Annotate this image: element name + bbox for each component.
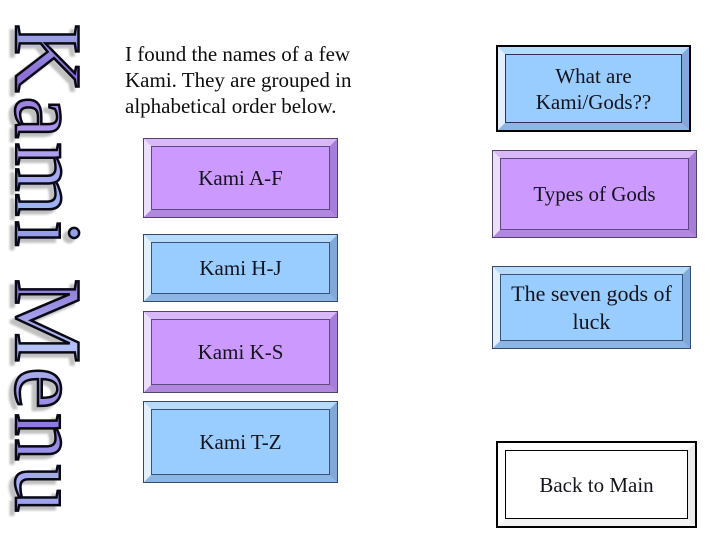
- menu-button-what-are-kami-gods[interactable]: What are Kami/Gods??: [498, 47, 689, 130]
- menu-button-label: The seven gods of luck: [511, 280, 672, 334]
- menu-button-types-of-gods[interactable]: Types of Gods: [493, 151, 696, 237]
- back-to-main-button[interactable]: Back to Main: [498, 443, 695, 526]
- menu-button-kami-a-f[interactable]: Kami A-F: [144, 139, 337, 217]
- intro-line: I found the names of a few: [125, 42, 351, 66]
- menu-button-label: Kami K-S: [197, 340, 284, 364]
- menu-button-seven-gods-of-luck[interactable]: The seven gods of luck: [493, 267, 690, 348]
- menu-button-label: Kami A-F: [198, 166, 283, 190]
- intro-line: Kami. They are grouped in: [125, 68, 352, 92]
- menu-button-label: What are Kami/Gods??: [535, 63, 652, 114]
- menu-button-label: Kami H-J: [199, 256, 282, 280]
- menu-button-label: Back to Main: [539, 472, 654, 497]
- wordart-title-wrap: Kami Menu: [0, 0, 102, 540]
- wordart-title: Kami Menu: [0, 12, 102, 528]
- menu-button-kami-h-j[interactable]: Kami H-J: [144, 235, 337, 301]
- menu-button-label: Types of Gods: [533, 182, 656, 206]
- intro-text: I found the names of a few Kami. They ar…: [125, 41, 351, 119]
- intro-line: alphabetical order below.: [125, 94, 337, 118]
- menu-button-kami-k-s[interactable]: Kami K-S: [144, 312, 337, 392]
- menu-button-label: Kami T-Z: [199, 430, 282, 454]
- menu-button-kami-t-z[interactable]: Kami T-Z: [144, 402, 337, 482]
